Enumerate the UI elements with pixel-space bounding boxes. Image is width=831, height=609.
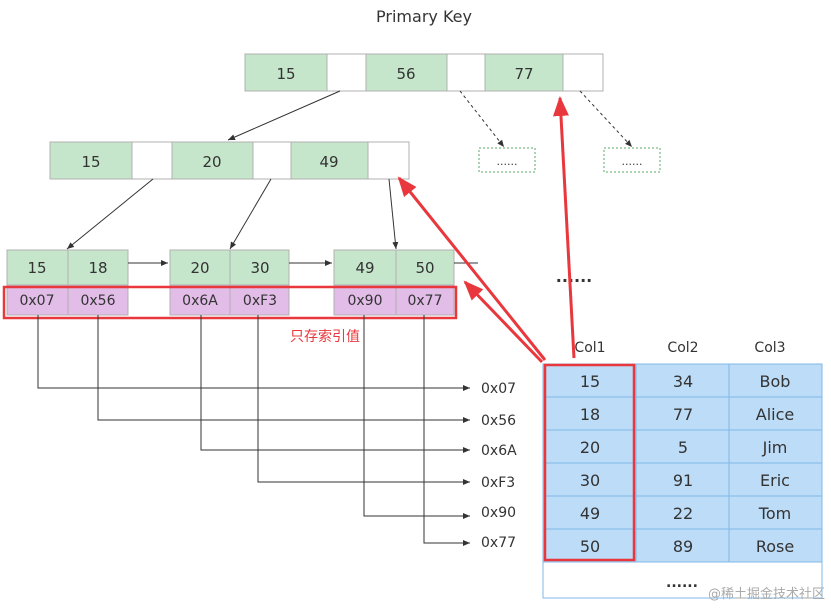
diagram-title: Primary Key <box>376 7 472 26</box>
col1-highlight-box <box>543 363 636 562</box>
address-label: 0x90 <box>481 505 516 521</box>
leaf-addr: 0x07 <box>19 293 54 309</box>
pointer-arrow <box>388 178 399 250</box>
annotation-label: 只存索引值 <box>290 328 360 345</box>
pointer-arrow <box>459 90 505 148</box>
pointer-arrow <box>579 90 633 148</box>
pointer-arrow <box>229 178 272 250</box>
address-label: 0x07 <box>481 381 516 397</box>
internal-key: 20 <box>202 153 221 171</box>
leaf-node: 49 50 0x90 0x77 <box>333 249 455 316</box>
root-key: 15 <box>276 65 295 83</box>
watermark: @稀土掘金技术社区 <box>708 586 825 602</box>
leaf-key: 49 <box>355 259 374 277</box>
table-cell: 34 <box>673 372 693 391</box>
red-arrows <box>397 96 576 364</box>
table-cell: 91 <box>673 471 693 490</box>
leaf-key: 18 <box>88 259 107 277</box>
placeholder-ellipsis: ...... <box>497 155 518 168</box>
leaf-key: 20 <box>190 259 209 277</box>
table-footer-ellipsis: ...... <box>666 575 698 591</box>
pointer-arrow <box>227 90 341 141</box>
table-cell: 18 <box>580 405 600 424</box>
table-cell: Jim <box>762 438 788 457</box>
table-cell: Eric <box>760 471 790 490</box>
table-cell: 50 <box>580 537 600 556</box>
address-lines <box>37 315 470 546</box>
leaf-key: 30 <box>250 259 269 277</box>
leaf-addr: 0x77 <box>407 293 442 309</box>
leaf-node: 20 30 0x6A 0xF3 <box>169 249 290 316</box>
table-cell: Rose <box>756 537 794 556</box>
address-highlight-box <box>2 285 458 320</box>
table-cell: 22 <box>673 504 693 523</box>
address-label: 0x6A <box>481 443 517 459</box>
leaf-key: 15 <box>27 259 46 277</box>
leaf-addr: 0x6A <box>182 293 218 309</box>
table-cell: 20 <box>580 438 600 457</box>
table-cell: 77 <box>673 405 693 424</box>
table-header: Col1 <box>574 340 605 356</box>
address-label: 0x56 <box>481 413 516 429</box>
table-cell: Bob <box>760 372 791 391</box>
leaf-addr: 0xF3 <box>243 293 277 309</box>
internal-key: 15 <box>81 153 100 171</box>
root-key: 77 <box>514 65 533 83</box>
table-cell: 5 <box>678 438 688 457</box>
root-node: 15 56 77 <box>244 53 604 92</box>
table-header: Col2 <box>667 340 698 356</box>
table-header: Col3 <box>754 340 785 356</box>
placeholder-node: ...... <box>603 147 661 173</box>
table-cell: Alice <box>756 405 794 424</box>
internal-key: 49 <box>319 153 338 171</box>
placeholder-node: ...... <box>478 147 536 173</box>
table-cell: 30 <box>580 471 600 490</box>
data-table: Col1 Col2 Col3 15 34 Bob 18 77 Alice 20 … <box>542 340 823 599</box>
table-cell: Tom <box>758 504 791 523</box>
root-key: 56 <box>396 65 415 83</box>
leaf-addr: 0x90 <box>347 293 382 309</box>
address-label: 0xF3 <box>481 475 515 491</box>
internal-node: 15 20 49 <box>49 141 410 180</box>
leaf-node: 15 18 0x07 0x56 <box>6 249 129 316</box>
address-label: 0x77 <box>481 535 516 551</box>
leaf-key: 50 <box>415 259 434 277</box>
pointer-arrow <box>66 178 154 250</box>
table-cell: 15 <box>580 372 600 391</box>
table-cell: 89 <box>673 537 693 556</box>
placeholder-ellipsis: ...... <box>622 155 643 168</box>
table-cell: 49 <box>580 504 600 523</box>
leaf-ellipsis: ...... <box>556 267 592 286</box>
leaf-addr: 0x56 <box>80 293 115 309</box>
